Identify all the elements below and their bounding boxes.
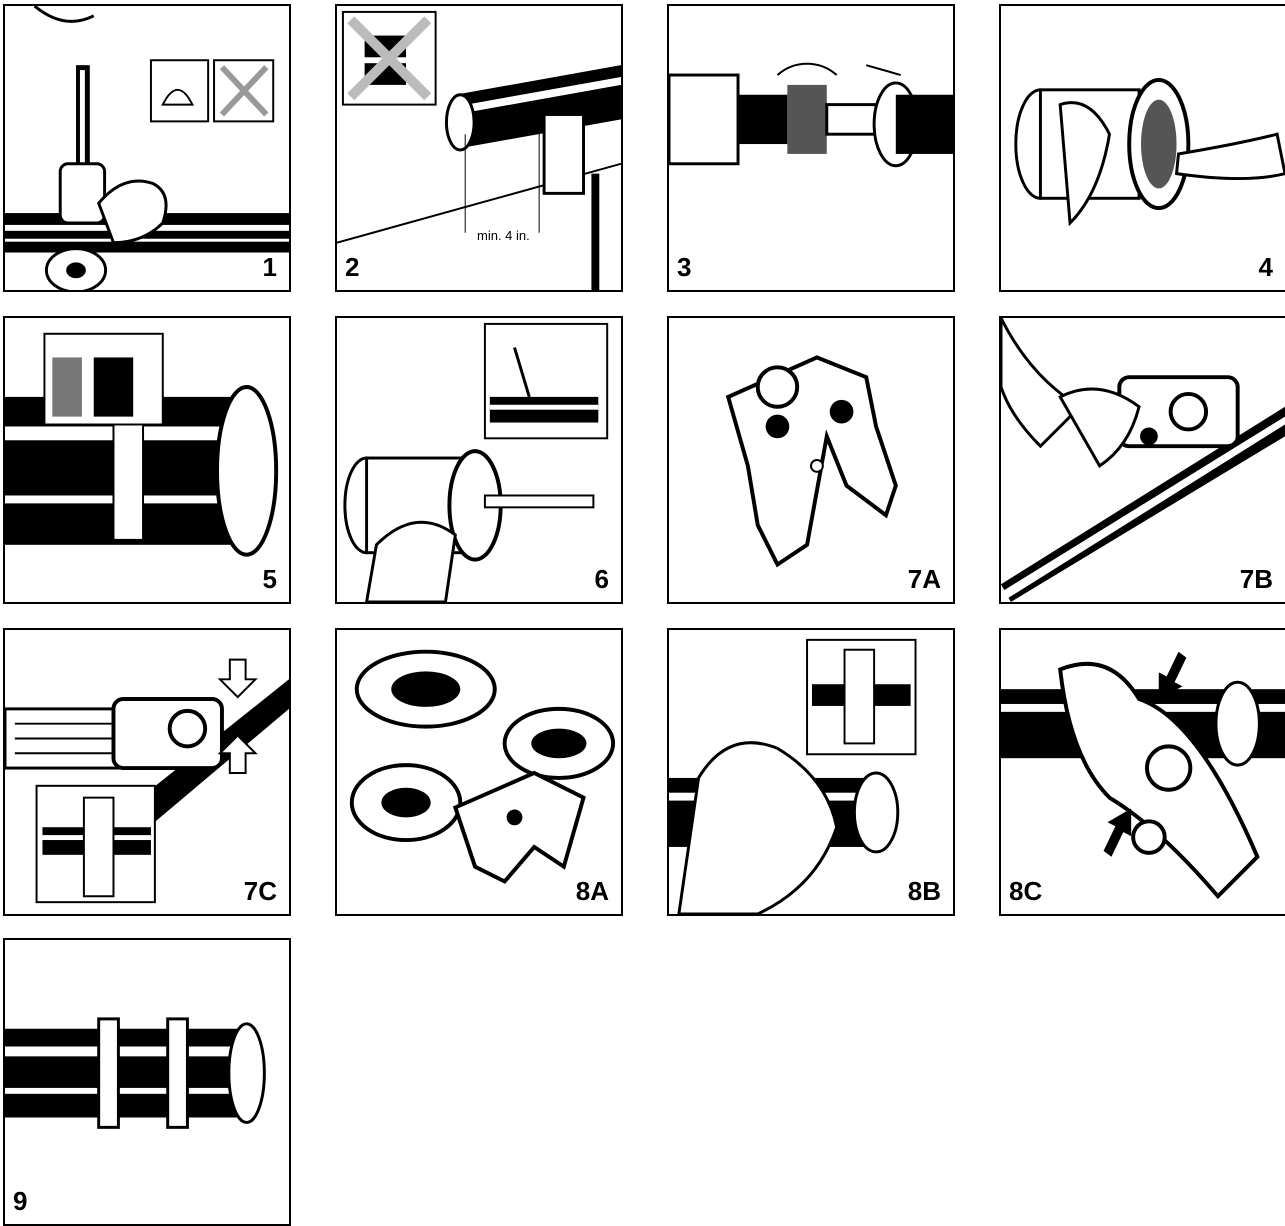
step-label: 7A [908, 566, 941, 592]
step-2-panel: min. 4 in. 2 [335, 4, 623, 292]
step-label: 7C [244, 878, 277, 904]
step-8c-panel: 8C [999, 628, 1285, 916]
step-label: 9 [13, 1188, 27, 1214]
step-7a-panel: 7A [667, 316, 955, 604]
step-label: 2 [345, 254, 359, 280]
step-label: 7B [1240, 566, 1273, 592]
insertion-depth-marking-illustration [337, 318, 621, 602]
press-tool-positioning-illustration [1001, 318, 1285, 602]
step-label: 3 [677, 254, 691, 280]
drill-deburring-illustration [669, 6, 953, 290]
step-7c-panel: 7C [3, 628, 291, 916]
pipe-support-illustration [337, 6, 621, 290]
step-1-panel: 1 [3, 4, 291, 292]
ring-placement-illustration [669, 630, 953, 914]
dimension-label: min. 4 in. [477, 228, 530, 243]
step-4-panel: 4 [999, 4, 1285, 292]
pressing-action-illustration [5, 630, 289, 914]
step-6-panel: 6 [335, 316, 623, 604]
step-5-panel: 5 [3, 316, 291, 604]
step-8a-panel: 8A [335, 628, 623, 916]
step-label: 8B [908, 878, 941, 904]
fitting-inspection-illustration [1001, 6, 1285, 290]
step-7b-panel: 7B [999, 316, 1285, 604]
completed-joint-illustration [5, 940, 289, 1224]
step-label: 6 [595, 566, 609, 592]
pipe-cutter-illustration [5, 6, 289, 290]
step-label: 8C [1009, 878, 1042, 904]
step-8b-panel: 8B [667, 628, 955, 916]
step-label: 8A [576, 878, 609, 904]
ring-pressing-illustration [1001, 630, 1285, 914]
press-rings-illustration [337, 630, 621, 914]
step-3-panel: 3 [667, 4, 955, 292]
fitting-cross-section-illustration [5, 318, 289, 602]
step-9-panel: 9 [3, 938, 291, 1226]
step-label: 1 [263, 254, 277, 280]
step-label: 4 [1259, 254, 1273, 280]
press-jaw-illustration [669, 318, 953, 602]
step-label: 5 [263, 566, 277, 592]
